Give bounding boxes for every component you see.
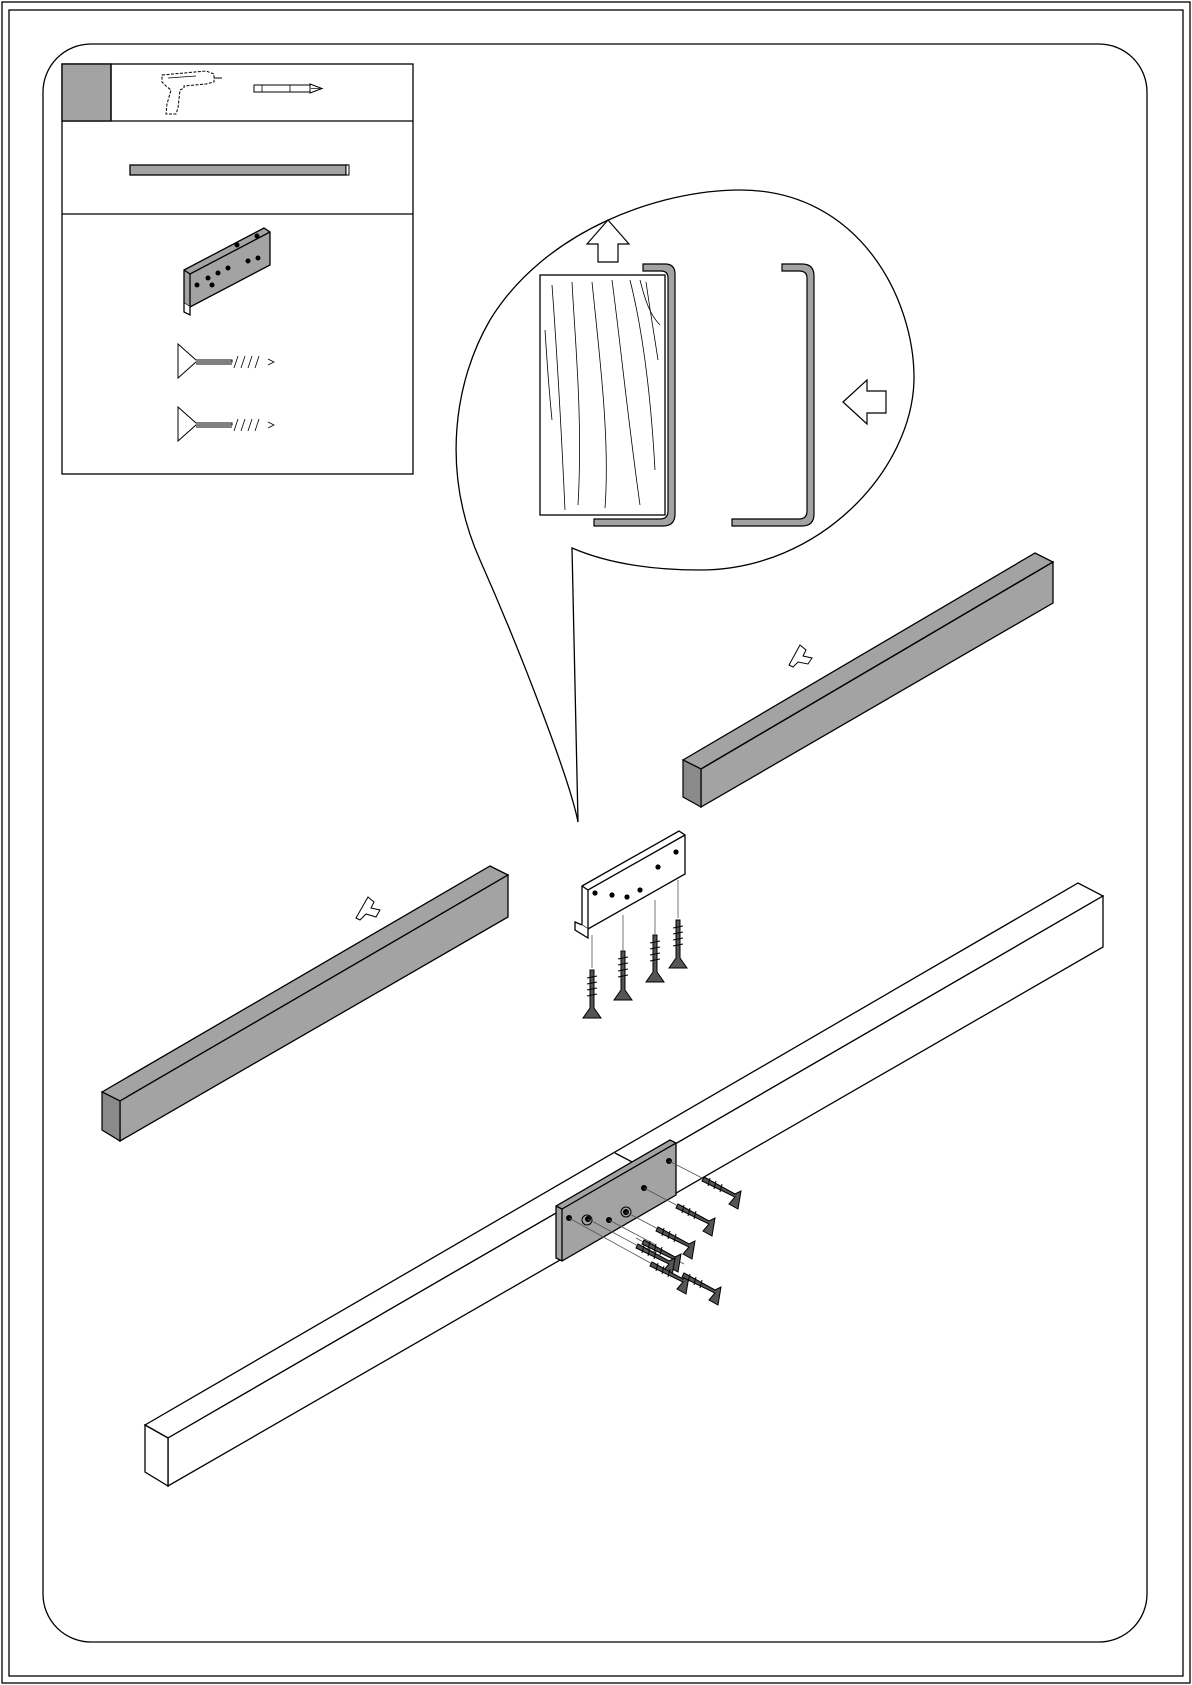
screw-icon <box>676 1204 715 1236</box>
screw-icon <box>646 935 664 982</box>
parts-panel <box>62 64 413 474</box>
screw-icon <box>702 1177 741 1209</box>
screw-icon <box>614 951 632 1000</box>
screw-icon <box>656 1227 695 1259</box>
step-marker <box>62 64 111 121</box>
screwdriver-bit-icon <box>254 84 322 93</box>
move-arrow-icon <box>789 645 812 667</box>
screw-icon <box>669 920 687 968</box>
detail-callout <box>456 190 914 822</box>
screw-icon <box>682 1273 721 1305</box>
screw-icon <box>583 970 601 1018</box>
wood-block-section <box>540 275 665 515</box>
wooden-beam-icon <box>130 165 349 175</box>
upper-right-beam <box>683 553 1053 807</box>
left-beam <box>102 866 508 1141</box>
loose-bracket <box>575 831 685 938</box>
move-arrow-icon <box>356 897 380 920</box>
